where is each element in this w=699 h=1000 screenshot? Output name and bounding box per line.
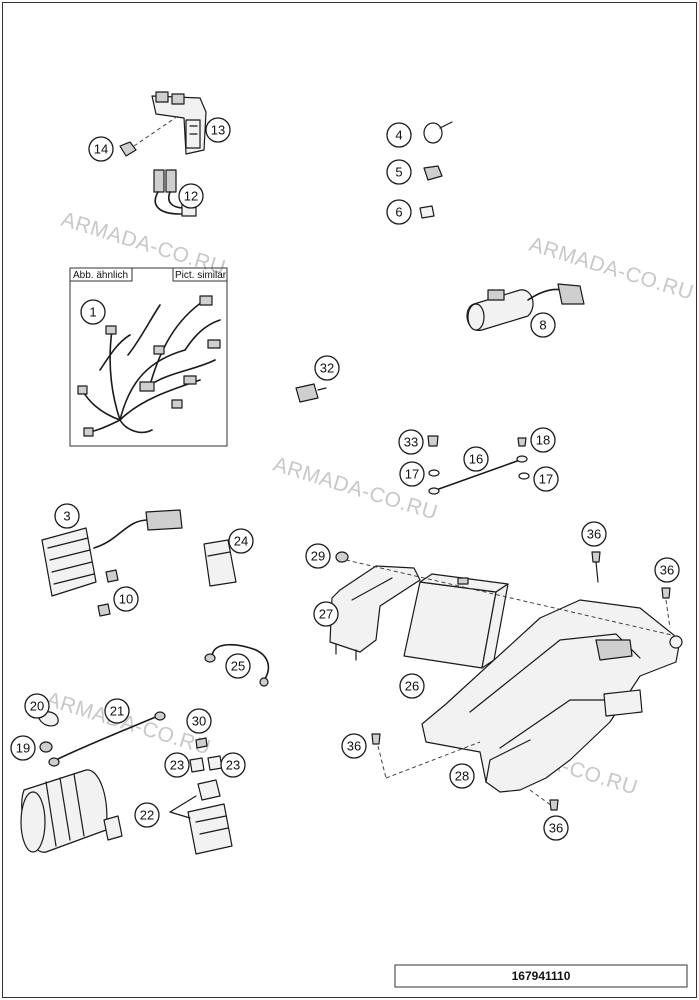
svg-text:10: 10	[119, 592, 133, 607]
callout-27: 27	[313, 601, 339, 627]
callout-14: 14	[88, 136, 114, 162]
svg-text:19: 19	[16, 741, 30, 756]
catalog-number: 167941110	[512, 969, 571, 983]
cable-tie-illustration	[423, 121, 453, 144]
voltage-regulator-illustration	[41, 509, 183, 617]
callout-10: 10	[113, 586, 139, 612]
holder-clip-illustration	[419, 205, 435, 219]
callout-36a: 36	[581, 521, 607, 547]
inset-frame	[69, 267, 228, 447]
starter-motor-illustration	[20, 769, 123, 853]
main-wiring-harness-inset: Abb. ähnlich Pict. similar	[69, 267, 228, 447]
svg-text:36: 36	[347, 739, 361, 754]
capacitor-illustration	[466, 283, 585, 331]
svg-text:14: 14	[94, 142, 108, 157]
starter-cable-illustration	[37, 711, 166, 767]
svg-text:23: 23	[226, 758, 240, 773]
callout-20: 20	[24, 693, 50, 719]
connector-illustration	[295, 383, 327, 403]
callout-17a: 17	[399, 461, 425, 487]
svg-text:36: 36	[660, 563, 674, 578]
callout-12: 12	[178, 183, 204, 209]
plug-connector-illustration	[203, 539, 237, 587]
callout-1: 1	[80, 299, 106, 325]
svg-text:6: 6	[395, 205, 402, 220]
callout-26: 26	[399, 673, 425, 699]
callout-32: 32	[314, 355, 340, 381]
callout-25: 25	[225, 653, 251, 679]
callout-23a: 23	[164, 752, 190, 778]
callout-33: 33	[398, 429, 424, 455]
svg-text:36: 36	[549, 821, 563, 836]
callout-4: 4	[386, 122, 412, 148]
watermark: ARMADA-CO.RU	[527, 233, 697, 305]
svg-text:23: 23	[170, 758, 184, 773]
battery-tray-illustration	[421, 599, 683, 793]
svg-text:29: 29	[311, 549, 325, 564]
svg-text:25: 25	[231, 659, 245, 674]
svg-text:30: 30	[192, 714, 206, 729]
svg-text:1: 1	[89, 305, 96, 320]
svg-text:33: 33	[404, 435, 418, 450]
relay-holder-illustration	[119, 91, 207, 157]
callout-6: 6	[386, 199, 412, 225]
callout-8: 8	[530, 312, 556, 338]
svg-text:3: 3	[63, 509, 70, 524]
callout-13: 13	[205, 117, 231, 143]
callout-16: 16	[463, 446, 489, 472]
svg-text:24: 24	[234, 534, 248, 549]
battery-cable-illustration	[204, 643, 270, 687]
callout-36c: 36	[341, 733, 367, 759]
callout-29: 29	[305, 543, 331, 569]
mounting-screws-illustration	[345, 551, 677, 811]
svg-text:5: 5	[395, 165, 402, 180]
battery-illustration	[403, 573, 509, 669]
svg-text:26: 26	[405, 679, 419, 694]
starter-relay-illustration	[169, 737, 233, 855]
callout-28: 28	[449, 763, 475, 789]
ground-cable-illustration	[427, 435, 530, 495]
cable-clip-illustration	[423, 165, 443, 181]
svg-text:4: 4	[395, 128, 402, 143]
watermark: ARMADA-CO.RU	[59, 208, 229, 280]
svg-text:20: 20	[30, 699, 44, 714]
svg-text:28: 28	[455, 769, 469, 784]
callout-23b: 23	[220, 752, 246, 778]
callout-30: 30	[186, 708, 212, 734]
callout-36d: 36	[543, 815, 569, 841]
inset-label-en: Pict. similar	[175, 270, 227, 281]
svg-text:22: 22	[140, 808, 154, 823]
svg-text:17: 17	[405, 467, 419, 482]
svg-text:8: 8	[539, 318, 546, 333]
svg-text:17: 17	[539, 472, 553, 487]
callouts: 1 3 4 5 6 8 10 12 13 14 16 17 17 18 19 2…	[10, 117, 680, 841]
svg-text:36: 36	[587, 527, 601, 542]
callout-22: 22	[134, 802, 160, 828]
fuse-harness-illustration	[153, 169, 197, 217]
callout-21: 21	[104, 698, 130, 724]
callout-24: 24	[228, 528, 254, 554]
svg-text:27: 27	[319, 607, 333, 622]
callout-5: 5	[386, 159, 412, 185]
svg-text:21: 21	[110, 704, 124, 719]
callout-36b: 36	[654, 557, 680, 583]
callout-19: 19	[10, 735, 36, 761]
svg-text:16: 16	[469, 452, 483, 467]
svg-text:13: 13	[211, 123, 225, 138]
callout-17b: 17	[533, 466, 559, 492]
svg-text:32: 32	[320, 361, 334, 376]
svg-text:18: 18	[536, 433, 550, 448]
svg-text:12: 12	[184, 189, 198, 204]
catalog-number-box: 167941110	[394, 964, 688, 988]
callout-18: 18	[530, 427, 556, 453]
inset-label-de: Abb. ähnlich	[73, 270, 128, 281]
callout-3: 3	[54, 503, 80, 529]
